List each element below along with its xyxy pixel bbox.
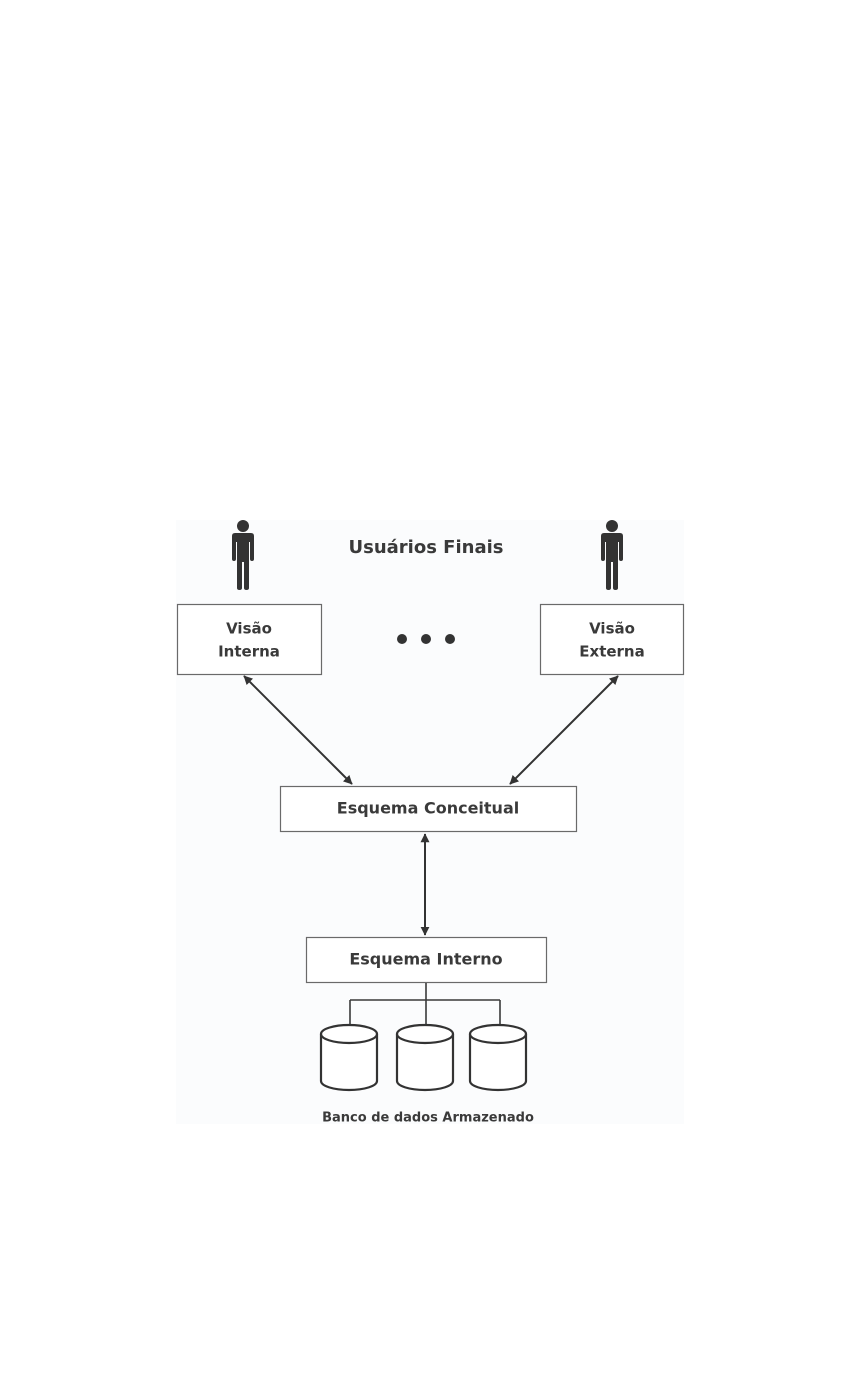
view-box-line2: Externa	[579, 643, 644, 661]
view-box-line1: Visão	[226, 620, 272, 638]
storage-label: Banco de dados Armazenado	[322, 1111, 534, 1126]
internal-schema-label: Esquema Interno	[349, 950, 502, 969]
diagram-title: Usuários Finais	[349, 537, 504, 558]
conceptual-schema-label: Esquema Conceitual	[337, 799, 519, 818]
view-box-line1: Visão	[589, 620, 635, 638]
person-icon	[232, 520, 254, 590]
database-cylinder-icon	[395, 1023, 455, 1092]
ellipsis-dots	[397, 634, 455, 644]
conceptual-schema-box: Esquema Conceitual	[279, 785, 578, 833]
person-icon	[601, 520, 623, 590]
bidirectional-arrow-right	[509, 675, 619, 785]
view-box-external: Visão Externa	[539, 603, 685, 676]
database-cylinder-icon	[468, 1023, 528, 1092]
view-box-internal: Visão Interna	[176, 603, 323, 676]
internal-schema-box: Esquema Interno	[305, 936, 548, 984]
bidirectional-arrow-left	[243, 675, 353, 785]
view-box-line2: Interna	[218, 643, 280, 661]
database-cylinder-icon	[319, 1023, 379, 1092]
storage-connector	[349, 983, 501, 1024]
